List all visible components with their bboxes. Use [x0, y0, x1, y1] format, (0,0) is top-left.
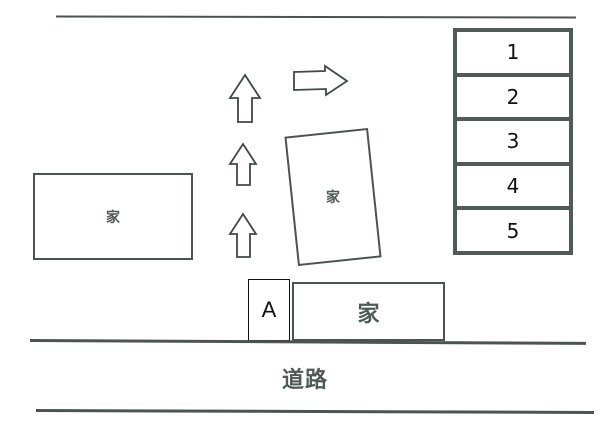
marker-a-box: A — [248, 279, 290, 341]
parking-space-number: 1 — [506, 40, 520, 65]
arrow-up-icon — [228, 142, 258, 186]
house-left-label: 家 — [106, 209, 120, 226]
house-center-label: 家 — [326, 190, 340, 206]
house-center-tilted: 家 — [284, 127, 382, 267]
parking-space-number: 3 — [506, 129, 520, 154]
parking-space-number: 5 — [506, 218, 520, 243]
road-lower-line — [35, 409, 595, 414]
arrow-up-icon — [228, 73, 262, 123]
road-upper-line — [29, 339, 587, 345]
parking-space-2[interactable]: 2 — [457, 77, 569, 122]
parking-space-number: 4 — [506, 174, 520, 199]
parking-space-number: 2 — [506, 84, 520, 109]
road-label: 道路 — [281, 368, 328, 393]
parking-space-1[interactable]: 1 — [457, 32, 569, 77]
marker-a-label: A — [261, 297, 277, 322]
parking-space-5[interactable]: 5 — [457, 210, 569, 251]
parking-space-4[interactable]: 4 — [457, 166, 569, 211]
arrow-right-icon — [293, 64, 349, 97]
arrow-up-icon — [228, 212, 258, 258]
house-left: 家 — [33, 173, 193, 260]
house-bottom: 家 — [292, 282, 445, 341]
house-bottom-label: 家 — [357, 301, 380, 327]
top-boundary-line — [55, 15, 577, 19]
parking-lot: 1 2 3 4 5 — [453, 28, 573, 255]
parking-space-3[interactable]: 3 — [457, 121, 569, 166]
